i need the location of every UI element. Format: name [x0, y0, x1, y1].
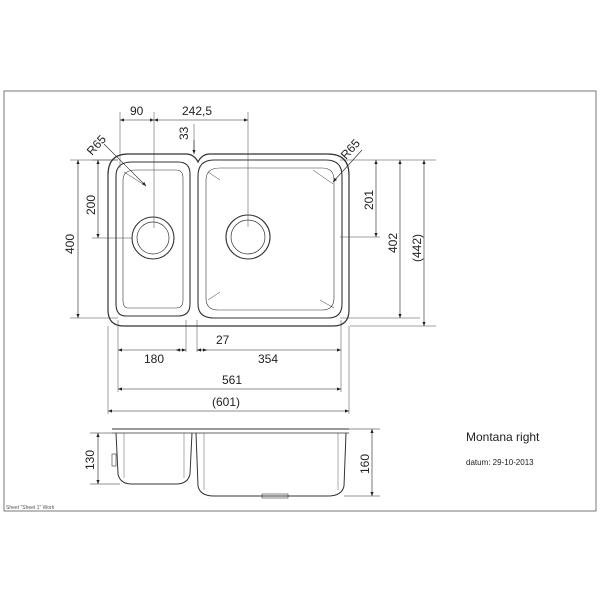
- sink-section-view: [111, 428, 349, 499]
- dim-400: 400: [63, 234, 77, 254]
- dim-354: 354: [258, 352, 278, 366]
- sheet-border: [3, 90, 597, 512]
- dim-442: (442): [410, 234, 424, 262]
- sink-top-view: [107, 153, 350, 327]
- dim-130: 130: [83, 450, 97, 470]
- section-small-bowl: [115, 432, 193, 485]
- dim-33: 33: [177, 126, 191, 140]
- small-drain-outer: [131, 216, 175, 260]
- large-bowl-inner: [205, 167, 335, 311]
- sink-outer-rim: [107, 153, 350, 327]
- dim-561: 561: [222, 373, 242, 387]
- small-bowl-inner: [122, 169, 184, 309]
- dim-180: 180: [144, 352, 164, 366]
- drawing-title: Montana right: [466, 430, 540, 444]
- extension-lines: [70, 112, 436, 414]
- dim-200: 200: [84, 195, 98, 215]
- dim-242-5: 242,5: [182, 104, 212, 118]
- dim-90: 90: [130, 104, 144, 118]
- section-large-bowl: [195, 432, 347, 497]
- drawing-date: datum: 29-10-2013: [466, 458, 534, 467]
- dim-402: 402: [386, 233, 400, 253]
- dim-201: 201: [362, 190, 376, 210]
- dim-601: (601): [212, 395, 240, 409]
- dim-r65-left: R65: [84, 132, 109, 158]
- sheet-label: Sheet "Sheet 1" Work: [6, 505, 55, 511]
- dim-27: 27: [216, 333, 230, 347]
- small-bowl-outline: [115, 161, 191, 317]
- section-dimension-lines: [90, 428, 380, 497]
- dimension-lines: [76, 118, 426, 413]
- large-bowl-outline: [197, 159, 343, 319]
- dim-160: 160: [358, 454, 372, 474]
- small-drain-inner: [136, 221, 170, 255]
